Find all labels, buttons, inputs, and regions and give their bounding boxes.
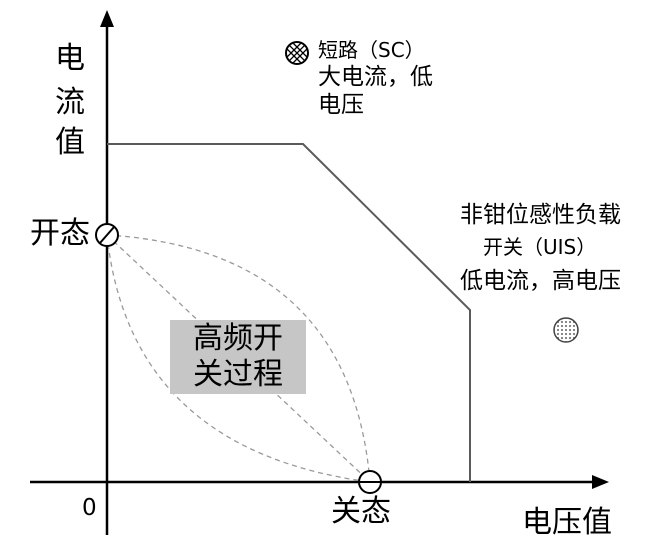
origin-label: 0 — [82, 495, 97, 521]
switching-label-line-2: 关过程 — [193, 357, 283, 392]
off-state-label: 关态 — [331, 494, 391, 529]
uis-marker — [553, 317, 579, 343]
switching-label-line-1: 高频开 — [193, 321, 283, 356]
on-state-marker — [95, 223, 119, 247]
uis-label-line-2: 开关（UIS） — [483, 235, 597, 259]
sc-label-line-1: 短路（SC） — [318, 38, 425, 62]
uis-label-line-1: 非钳位感性负载 — [460, 202, 621, 228]
y-axis-arrow — [100, 10, 114, 27]
sc-label-line-2: 大电流，低 — [318, 64, 433, 90]
x-axis-arrow — [592, 475, 609, 489]
short-circuit-marker — [285, 41, 309, 65]
soa-boundary — [107, 143, 471, 482]
switching-process-label: 高频开 关过程 — [170, 320, 306, 394]
sc-label-line-3: 电压 — [318, 92, 364, 118]
on-state-label: 开态 — [30, 216, 90, 251]
y-axis-label-1: 电 — [55, 41, 85, 76]
uis-label-line-3: 低电流，高电压 — [460, 268, 621, 294]
off-state-marker — [358, 470, 382, 494]
y-axis-label-2: 流 — [55, 85, 85, 120]
x-axis-label: 电压值 — [522, 505, 612, 540]
y-axis-label-3: 值 — [55, 125, 85, 160]
